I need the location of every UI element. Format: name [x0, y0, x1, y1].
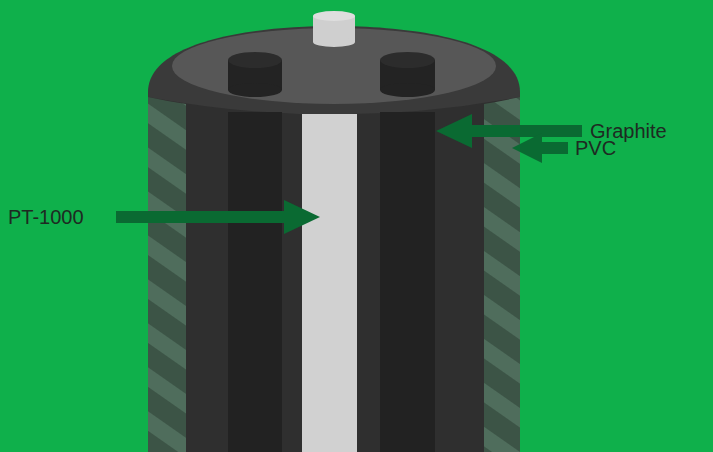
part-label: PT-1000 — [8, 207, 84, 227]
cap-top — [172, 28, 496, 104]
probe-housing — [148, 26, 520, 452]
part-label: PVC — [575, 138, 616, 158]
probe-body — [148, 97, 520, 452]
leader-arrow — [116, 200, 320, 234]
pvc-sheath — [148, 97, 186, 452]
graphite-rod — [380, 112, 435, 452]
graphite-rod — [228, 112, 282, 452]
pt1000-sensor — [302, 114, 357, 452]
pvc-sheath — [484, 97, 520, 452]
leader-arrow — [512, 133, 568, 163]
graphite-electrode — [380, 52, 435, 97]
pt1000-tip — [313, 11, 355, 47]
graphite-electrode — [228, 52, 282, 97]
